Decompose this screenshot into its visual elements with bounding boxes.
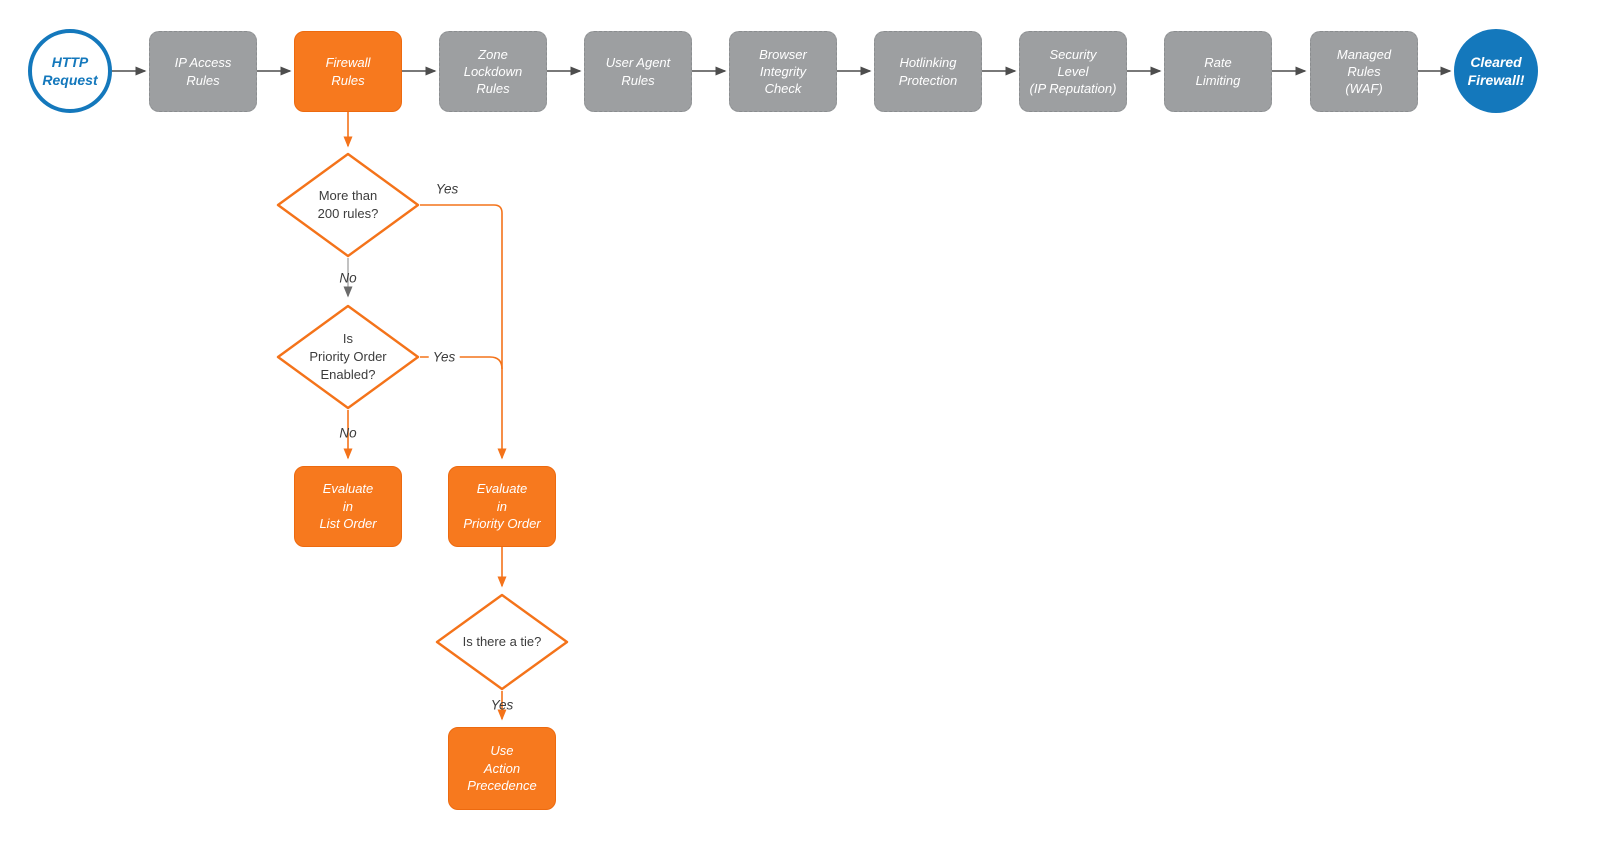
stage-managed-rules-waf: Managed Rules (WAF) <box>1310 31 1418 112</box>
edge-label-decision3-yes: Yes <box>490 697 514 713</box>
stage-rate-limiting: Rate Limiting <box>1164 31 1272 112</box>
stage-hotlinking-protection: Hotlinking Protection <box>874 31 982 112</box>
decision-label: Is there a tie? <box>462 633 542 649</box>
edge-label-decision2-yes: Yes <box>428 349 460 365</box>
start-node-http-request: HTTP Request <box>28 29 112 113</box>
diamond-shape <box>276 304 420 410</box>
stage-firewall-rules: Firewall Rules <box>294 31 402 112</box>
edge-label-decision1-yes: Yes <box>435 181 459 197</box>
stage-user-agent-rules: User Agent Rules <box>584 31 692 112</box>
decision-priority-order-enabled: Is Priority Order Enabled? <box>276 304 420 410</box>
action-evaluate-priority-order: Evaluate in Priority Order <box>448 466 556 547</box>
decision-is-there-a-tie: Is there a tie? <box>435 593 569 691</box>
edge-decision2-yes <box>420 356 503 370</box>
decision-label: Is Priority Order Enabled? <box>309 330 387 383</box>
edge-label-decision1-no: No <box>339 270 357 286</box>
stage-ip-access-rules: IP Access Rules <box>149 31 257 112</box>
decision-more-than-200-rules: More than 200 rules? <box>276 152 420 258</box>
action-evaluate-list-order: Evaluate in List Order <box>294 466 402 547</box>
edge-label-decision2-no: No <box>339 425 357 441</box>
stage-browser-integrity-check: Browser Integrity Check <box>729 31 837 112</box>
stage-zone-lockdown-rules: Zone Lockdown Rules <box>439 31 547 112</box>
end-node-cleared-firewall: Cleared Firewall! <box>1454 29 1538 113</box>
stage-security-level: Security Level (IP Reputation) <box>1019 31 1127 112</box>
decision-label: More than 200 rules? <box>317 187 379 221</box>
action-use-action-precedence: Use Action Precedence <box>448 727 556 810</box>
diamond-shape <box>276 152 420 258</box>
diamond-shape <box>435 593 569 691</box>
edge-decision1-yes <box>420 204 507 460</box>
